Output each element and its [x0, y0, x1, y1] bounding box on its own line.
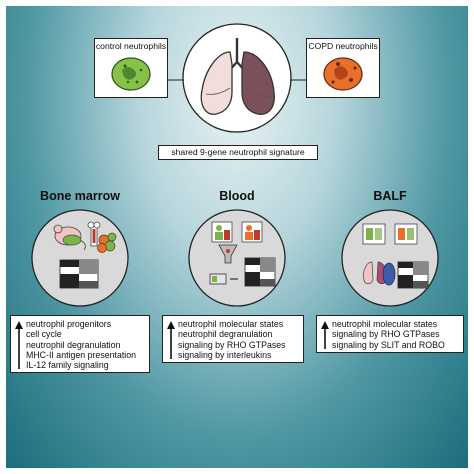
- list-item: cell cycle: [26, 329, 62, 340]
- list-item: neutrophil degranulation: [178, 329, 273, 340]
- up-arrow-icon: [15, 321, 23, 369]
- list-item: signaling by interleukins: [178, 349, 272, 360]
- heatmap-icon: [244, 257, 276, 287]
- copd-neutrophils-label: COPD neutrophils: [306, 38, 380, 98]
- funnel-icon: [218, 244, 238, 264]
- panel-title-balf: BALF: [373, 189, 407, 203]
- bone-icon: [87, 221, 101, 247]
- up-arrow-icon: [321, 321, 329, 349]
- person-icon: [211, 221, 233, 243]
- cell-cluster-icon: [97, 232, 117, 253]
- person-icon: [394, 223, 418, 245]
- list-item: signaling by RHO GTPases: [178, 339, 286, 350]
- bone-marrow-circle: [31, 209, 129, 307]
- panel-title-blood: Blood: [219, 189, 255, 203]
- person-icon: [241, 221, 263, 243]
- heatmap-icon: [397, 261, 429, 289]
- control-neutrophils-label: control neutrophils: [94, 38, 168, 98]
- blood-circle: [188, 209, 286, 307]
- up-arrow-icon: [167, 321, 175, 359]
- signature-label: shared 9-gene neutrophil signature: [158, 145, 318, 160]
- panel-title-bone-marrow: Bone marrow: [40, 189, 120, 203]
- tube-icon: [382, 262, 396, 286]
- list-item: signaling by SLIT and ROBO: [332, 339, 445, 350]
- magnet-icon: [209, 273, 238, 285]
- panel-box-balf: neutrophil molecular states signaling by…: [316, 315, 464, 353]
- person-icon: [362, 223, 386, 245]
- panel-box-blood: neutrophil molecular states neutrophil d…: [162, 315, 304, 363]
- list-item: MHC-II antigen presentation: [26, 349, 137, 360]
- list-item: neutrophil molecular states: [332, 319, 438, 329]
- lungs-illustration: [182, 23, 292, 133]
- list-item: signaling by RHO GTPases: [332, 329, 440, 340]
- list-item: IL-12 family signaling: [26, 360, 109, 371]
- list-item: neutrophil progenitors: [26, 319, 112, 329]
- heatmap-icon: [59, 259, 99, 289]
- panel-box-bone-marrow: neutrophil progenitors cell cycle neutro…: [10, 315, 150, 373]
- list-item: neutrophil degranulation: [26, 339, 121, 350]
- mouse-icon: [53, 224, 86, 251]
- balf-circle: [341, 209, 439, 307]
- list-item: neutrophil molecular states: [178, 319, 284, 329]
